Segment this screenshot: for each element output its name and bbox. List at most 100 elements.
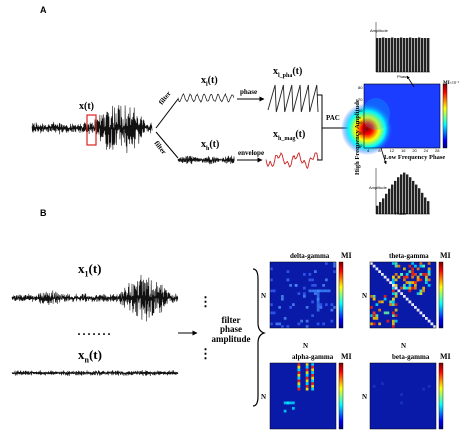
comod-xtick: 28 — [435, 148, 440, 153]
envelope-label: envelope — [238, 149, 265, 157]
matrix-cell — [316, 289, 320, 293]
matrix-cell — [414, 264, 417, 268]
comodulogram — [341, 83, 448, 155]
matrix-cell — [289, 401, 292, 405]
matrix-cell — [397, 264, 401, 268]
matrix-cell — [311, 374, 314, 377]
hist-top-axes — [375, 22, 430, 73]
matrix-cell — [422, 264, 425, 268]
low-band-trace — [177, 92, 235, 103]
envelope-wave — [265, 151, 319, 170]
matrix-cell — [297, 363, 301, 366]
matrix-cell — [411, 303, 414, 306]
comod-cb-mi: MI — [443, 81, 450, 86]
matrix-cell — [397, 275, 401, 279]
matrix-cell — [394, 273, 398, 276]
matrix-cell — [305, 385, 309, 388]
matrix-cell — [330, 319, 334, 323]
matrix-frame — [269, 362, 337, 430]
matrix-n-y-alpha: N — [261, 393, 267, 401]
matrix-cell — [316, 292, 320, 295]
matrix-cell — [286, 270, 290, 273]
matrix-cell — [311, 314, 314, 317]
filter-phase-amplitude: filter phase amplitude — [201, 315, 261, 344]
pac-label: PAC — [326, 114, 340, 122]
matrix-cell — [370, 306, 373, 309]
matrix-cell — [314, 284, 317, 287]
matrix-cell — [394, 319, 398, 323]
matrix-cell — [383, 311, 387, 315]
matrix-cell — [372, 314, 376, 317]
matrix-cell — [278, 306, 281, 309]
signal-x1-label: x1(t) — [78, 262, 102, 279]
matrix-cell — [405, 273, 409, 276]
matrix-cell — [427, 385, 431, 388]
comod-ytick: 30 — [358, 143, 363, 148]
comod-ytick: 50 — [358, 119, 363, 125]
matrix-cell — [303, 295, 306, 298]
histogram-top — [375, 22, 430, 73]
matrix-cb-beta: MI — [440, 352, 451, 361]
matrix-cell — [270, 267, 273, 271]
matrix-cell — [325, 278, 328, 282]
matrix-cell — [394, 264, 398, 268]
matrix-cell — [289, 284, 292, 287]
matrix-cell — [333, 270, 336, 273]
comod-xtick: 12 — [389, 148, 395, 153]
matrix-cell — [325, 262, 328, 265]
matrix-cell — [422, 387, 425, 391]
matrix-cell — [403, 278, 406, 282]
matrix-cell — [316, 322, 320, 326]
matrix-cell — [403, 284, 406, 287]
matrix-cell — [408, 281, 412, 284]
matrix-cell — [325, 303, 328, 306]
comod-ytick: 80 — [358, 85, 363, 90]
matrix-cell — [375, 267, 379, 271]
hist-top-pointer — [406, 75, 415, 88]
hist-top-bar — [379, 38, 382, 72]
hist-top-xlabel: Phase — [397, 74, 409, 79]
matrix-cell — [422, 314, 425, 317]
matrix-cell — [270, 311, 273, 315]
matrix-cell — [389, 281, 392, 284]
hist-bottom-bar — [382, 198, 385, 214]
matrix-cell — [425, 273, 428, 276]
matrix-cell — [378, 308, 381, 312]
matrix-cell — [408, 286, 412, 290]
matrix-cell — [427, 267, 431, 271]
hist-bottom-bar — [412, 180, 415, 214]
matrix-cell — [411, 262, 414, 265]
matrix-cell — [322, 322, 325, 326]
signal-xn-x: x — [78, 347, 85, 362]
comod-halo — [362, 98, 390, 130]
matrix-cell — [297, 376, 301, 380]
matrix-cell — [314, 289, 317, 293]
hist-bottom-bar — [376, 205, 379, 214]
matrix-cell — [378, 300, 381, 304]
matrix-cell — [286, 401, 290, 405]
matrix-cell — [427, 284, 431, 287]
matrix-cell — [386, 278, 390, 282]
hist-bottom-bar — [418, 188, 421, 214]
matrix-cell — [292, 401, 295, 405]
matrix-cell — [270, 322, 273, 326]
hist-top-bar — [409, 37, 412, 72]
matrix-cell — [292, 407, 295, 410]
matrix-cell — [381, 382, 384, 385]
comod-frame — [363, 83, 441, 149]
matrix-cell — [425, 275, 428, 279]
matrix-cell — [419, 273, 423, 276]
matrix-cb-delta: MI — [341, 251, 352, 260]
matrix-cell — [403, 295, 406, 298]
hist-bottom-bar — [388, 188, 391, 214]
hist-top-ylabel: Amplitude — [370, 28, 388, 33]
matrix-cell — [316, 306, 320, 309]
signal-xn-trace — [11, 369, 179, 377]
matrix-cell — [411, 267, 414, 271]
hist-bottom-bar — [424, 197, 427, 214]
matrix-cell — [405, 286, 409, 290]
hist-bottom-axes — [375, 168, 430, 215]
matrix-cell — [414, 281, 417, 284]
low-band-sub: l — [206, 82, 208, 88]
